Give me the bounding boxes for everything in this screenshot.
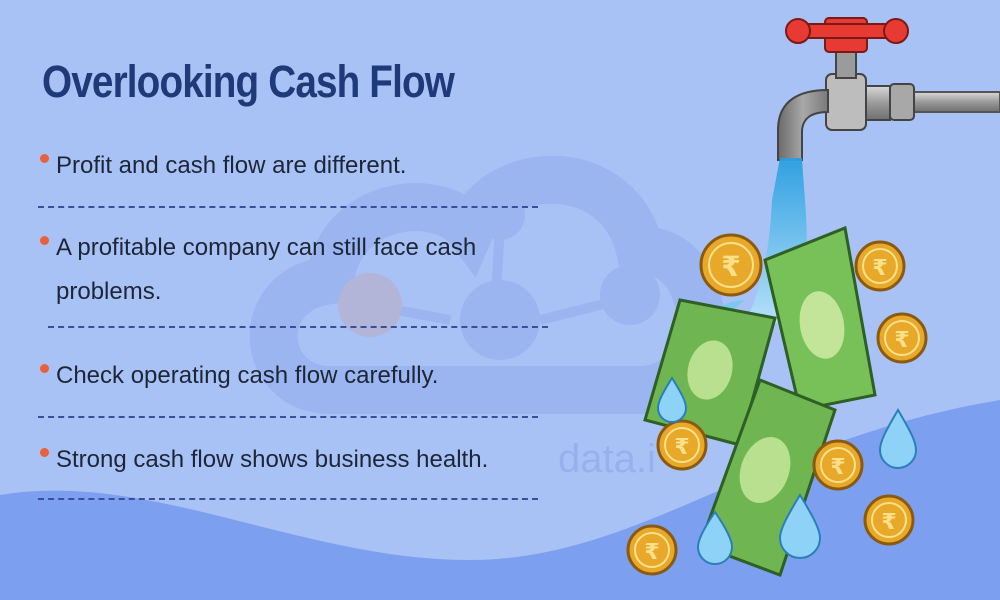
svg-text:₹: ₹ (894, 328, 909, 353)
water-tap-icon (777, 17, 1000, 161)
water-drop-icon (656, 376, 688, 423)
cloud-logo-watermark (249, 155, 724, 414)
bullet-item: Profit and cash flow are different. (40, 144, 560, 188)
page-title: Overlooking Cash Flow (42, 56, 455, 107)
rupee-coin-icon: ₹ (863, 494, 915, 546)
rupee-coin-icon: ₹ (812, 439, 864, 491)
bullet-item: Check operating cash flow carefully. (40, 354, 560, 398)
svg-text:₹: ₹ (721, 250, 740, 283)
rupee-coin-icon: ₹ (876, 312, 928, 364)
rupee-coin-icon: ₹ (699, 233, 763, 297)
dashed-divider (38, 416, 538, 418)
bullet-dot (40, 154, 49, 163)
banknote-icon (763, 225, 877, 412)
svg-text:₹: ₹ (830, 455, 845, 480)
bullet-item: Strong cash flow shows business health. (40, 438, 560, 482)
water-drop-icon (778, 493, 822, 559)
rupee-coin-icon: ₹ (656, 419, 708, 471)
rupee-coin-icon: ₹ (626, 524, 678, 576)
water-drop-icon (696, 510, 734, 565)
dashed-divider (38, 498, 538, 500)
dashed-divider (38, 206, 538, 208)
bullet-text: Strong cash flow shows business health. (56, 446, 489, 473)
bullet-text: Check operating cash flow carefully. (56, 362, 439, 389)
svg-text:₹: ₹ (881, 510, 896, 535)
bullet-dot (40, 236, 49, 245)
svg-text:₹: ₹ (674, 435, 689, 460)
dashed-divider (48, 326, 548, 328)
bullet-dot (40, 448, 49, 457)
rupee-coin-icon: ₹ (854, 240, 906, 292)
banknote-icon (698, 378, 837, 577)
bullet-text: A profitable company can still face cash… (56, 234, 477, 305)
svg-text:₹: ₹ (644, 540, 659, 565)
svg-text:₹: ₹ (872, 256, 887, 281)
bullet-item: A profitable company can still face cash… (40, 226, 560, 314)
water-drop-icon (878, 408, 918, 469)
bullet-text: Profit and cash flow are different. (56, 152, 407, 179)
bullet-dot (40, 364, 49, 373)
watermark-text: data.i (558, 437, 656, 481)
